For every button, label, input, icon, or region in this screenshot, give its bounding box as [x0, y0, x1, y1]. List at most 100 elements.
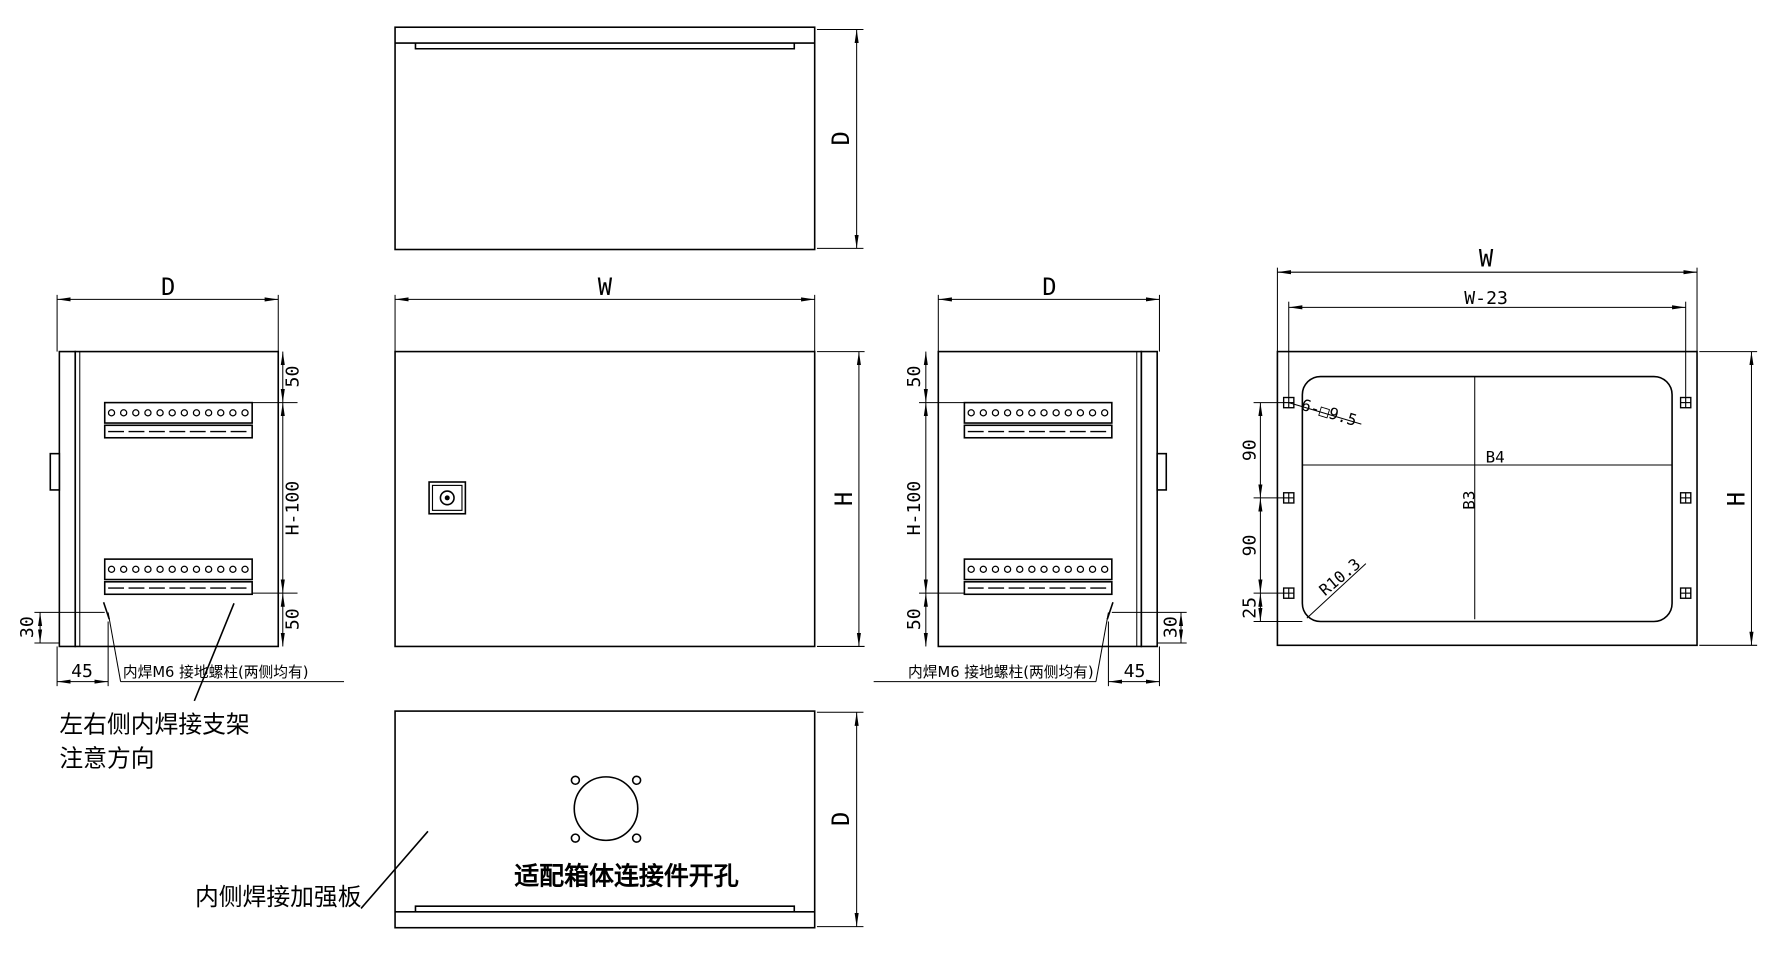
- left-body-outline: [74, 350, 280, 648]
- left-stud-note: 内焊M6 接地螺柱(两侧均有): [123, 664, 309, 681]
- left-bracket-span-label: H-100: [282, 481, 303, 536]
- connector-cutout-note: 适配箱体连接件开孔: [514, 862, 738, 891]
- back-inner-width-label: W-23: [1464, 288, 1508, 309]
- top-view-outline: [394, 26, 816, 251]
- bracket-hole: [1003, 565, 1012, 574]
- top-view-lid-recess: [414, 43, 796, 50]
- left-depth-label: D: [161, 273, 175, 301]
- right-depth-label: D: [1042, 273, 1056, 301]
- bracket-hole: [1088, 409, 1097, 417]
- connector-screw-hole: [570, 833, 581, 843]
- bracket-hole: [1052, 565, 1060, 574]
- left-stud-height-label: 30: [17, 616, 38, 638]
- bracket-hole: [1100, 409, 1109, 417]
- front-width-label: W: [598, 273, 613, 301]
- bottom-view-outline: [394, 710, 816, 929]
- cutout-height-label: B3: [1460, 491, 1479, 510]
- left-top-offset-label: 50: [282, 366, 303, 388]
- corner-radius-leader-line: [1306, 563, 1367, 619]
- bracket-hole: [1016, 409, 1024, 417]
- back-width-label: W: [1479, 245, 1494, 273]
- hole-callout-label: 6-□9.5: [1299, 395, 1359, 430]
- mounting-hole: [1679, 587, 1692, 599]
- bracket-hole: [180, 409, 189, 417]
- door-lock-icon: [428, 481, 467, 515]
- bracket-hole: [1064, 565, 1072, 574]
- bracket-hole: [1040, 409, 1048, 417]
- right-stud-height-label: 30: [1160, 616, 1181, 638]
- bracket-hole: [168, 409, 176, 417]
- bracket-hole: [156, 409, 164, 417]
- bracket-hole-row: [967, 565, 1109, 574]
- corner-radius-label: R10.3: [1315, 554, 1364, 599]
- bracket-hole: [119, 565, 128, 574]
- bracket-hole-row: [107, 565, 249, 574]
- bracket-hole: [107, 409, 116, 417]
- bracket-hole: [991, 409, 1000, 417]
- bracket-hole: [1076, 409, 1085, 417]
- mounting-hole: [1282, 587, 1295, 599]
- front-view: W H: [394, 273, 865, 648]
- bracket-hole-row: [107, 409, 249, 417]
- bracket-hole: [107, 565, 116, 574]
- bracket-hole: [241, 565, 249, 574]
- bottom-view-depth-label: D: [827, 812, 855, 826]
- connector-cutout: [573, 776, 639, 842]
- left-door-edge: [58, 350, 77, 648]
- left-hinge: [49, 452, 61, 491]
- bracket-hole: [192, 565, 201, 574]
- left-bottom-offset-label: 50: [282, 608, 303, 630]
- right-hinge: [1156, 452, 1168, 491]
- connector-screw-hole: [631, 775, 642, 786]
- right-body-outline: [937, 350, 1143, 648]
- bottom-view: 适配箱体连接件开孔 内侧焊接加强板 D: [195, 710, 864, 929]
- back-panel-cutout: [1301, 375, 1673, 623]
- left-bottom-bracket: [103, 558, 253, 596]
- right-stud-leader-line: [1095, 612, 1109, 682]
- bracket-hole: [1052, 409, 1060, 417]
- mounting-hole: [1679, 396, 1692, 409]
- back-height-label: H: [1723, 492, 1751, 506]
- bracket-hole: [229, 565, 237, 574]
- left-side-view: D 50 H-100 50 30 45 内焊M6 接地螺柱(两侧均有) 左右侧内…: [17, 273, 345, 773]
- hole-callout-leader-line: [1288, 402, 1362, 425]
- bracket-hole-row: [967, 409, 1109, 417]
- bracket-note-line-2: 注意方向: [59, 745, 154, 773]
- bracket-hole: [144, 565, 152, 574]
- right-door-edge: [1140, 350, 1158, 648]
- left-top-bracket: [103, 401, 253, 439]
- right-ground-stud: [1106, 601, 1114, 620]
- bracket-hole: [192, 409, 201, 417]
- top-view: D: [394, 26, 864, 251]
- left-ground-stud: [102, 601, 111, 620]
- bracket-hole: [144, 409, 152, 417]
- bracket-hole: [1040, 565, 1048, 574]
- right-stud-note: 内焊M6 接地螺柱(两侧均有): [908, 664, 1094, 681]
- bracket-hole: [1003, 409, 1012, 417]
- bracket-hole: [241, 409, 249, 417]
- bracket-hole: [204, 565, 213, 574]
- bracket-hole: [180, 565, 189, 574]
- bracket-leader-line: [193, 603, 235, 702]
- back-panel-outline: [1276, 350, 1698, 647]
- bracket-hole: [1016, 565, 1024, 574]
- top-view-depth-label: D: [827, 131, 855, 145]
- bottom-view-lid-recess: [414, 905, 796, 912]
- bracket-hole: [979, 565, 988, 574]
- bracket-hole: [991, 565, 1000, 574]
- front-height-label: H: [830, 492, 858, 506]
- hole-spacing-label-1: 90: [1240, 439, 1261, 461]
- mounting-hole: [1679, 492, 1692, 504]
- connector-screw-hole: [570, 775, 581, 786]
- plate-leader-line: [360, 830, 429, 909]
- bracket-hole: [132, 409, 140, 417]
- bracket-hole: [119, 409, 128, 417]
- bracket-hole: [967, 409, 975, 417]
- bracket-hole: [168, 565, 176, 574]
- bracket-hole: [229, 409, 237, 417]
- edge-offset-label: 25: [1240, 597, 1261, 619]
- bracket-hole: [1028, 565, 1036, 574]
- hole-spacing-label-2: 90: [1240, 535, 1261, 557]
- bracket-note-line-1: 左右侧内焊接支架: [59, 711, 249, 739]
